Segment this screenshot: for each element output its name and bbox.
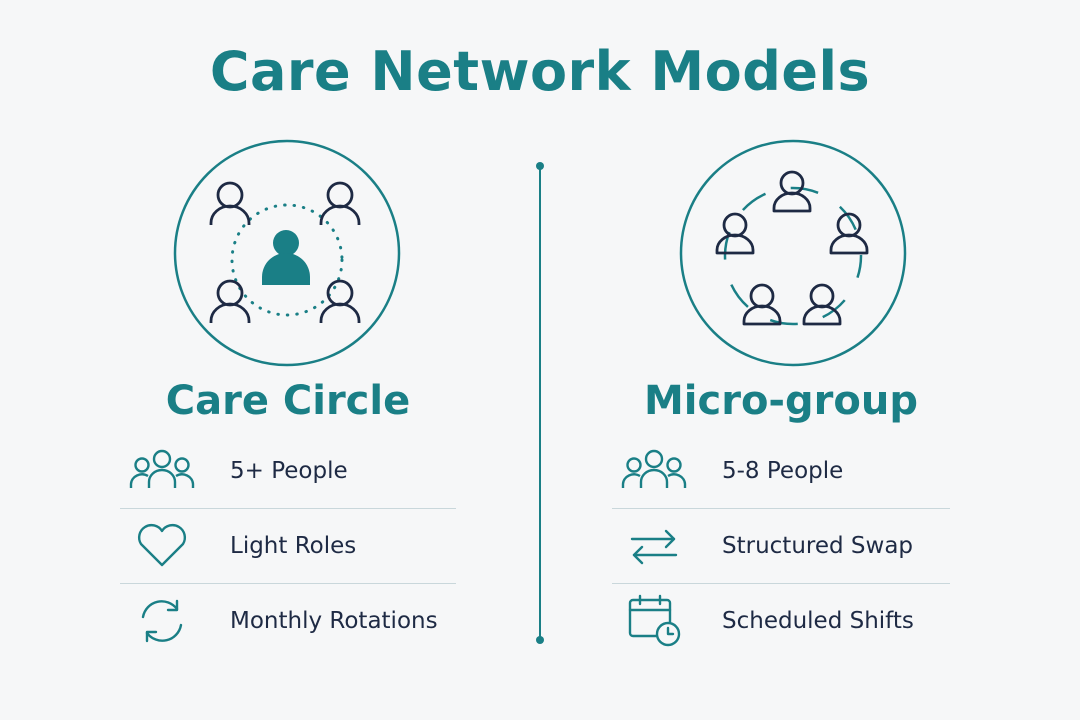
feature-label: 5+ People (230, 458, 348, 484)
calendar-clock-icon (612, 591, 696, 651)
model-name-care-circle: Care Circle (165, 378, 411, 424)
column-divider (536, 162, 544, 644)
feature-label: Structured Swap (722, 533, 914, 559)
people-group-icon (612, 441, 696, 501)
rotation-icon (120, 591, 204, 651)
heart-icon (120, 516, 204, 576)
feature-row: Monthly Rotations (120, 584, 456, 658)
feature-label: Scheduled Shifts (722, 608, 914, 634)
people-group-icon (120, 441, 204, 501)
feature-label: 5-8 People (722, 458, 844, 484)
feature-row: Scheduled Shifts (612, 584, 950, 658)
feature-label: Monthly Rotations (230, 608, 438, 634)
model-name-micro-group: Micro-group (644, 378, 918, 424)
care-circle-icon (173, 139, 401, 367)
feature-row: Structured Swap (612, 509, 950, 584)
feature-row: Light Roles (120, 509, 456, 584)
micro-group-icon (679, 139, 907, 367)
feature-row: 5-8 People (612, 434, 950, 509)
page-title: Care Network Models (209, 40, 871, 103)
feature-label: Light Roles (230, 533, 357, 559)
feature-row: 5+ People (120, 434, 456, 509)
swap-arrows-icon (612, 516, 696, 576)
